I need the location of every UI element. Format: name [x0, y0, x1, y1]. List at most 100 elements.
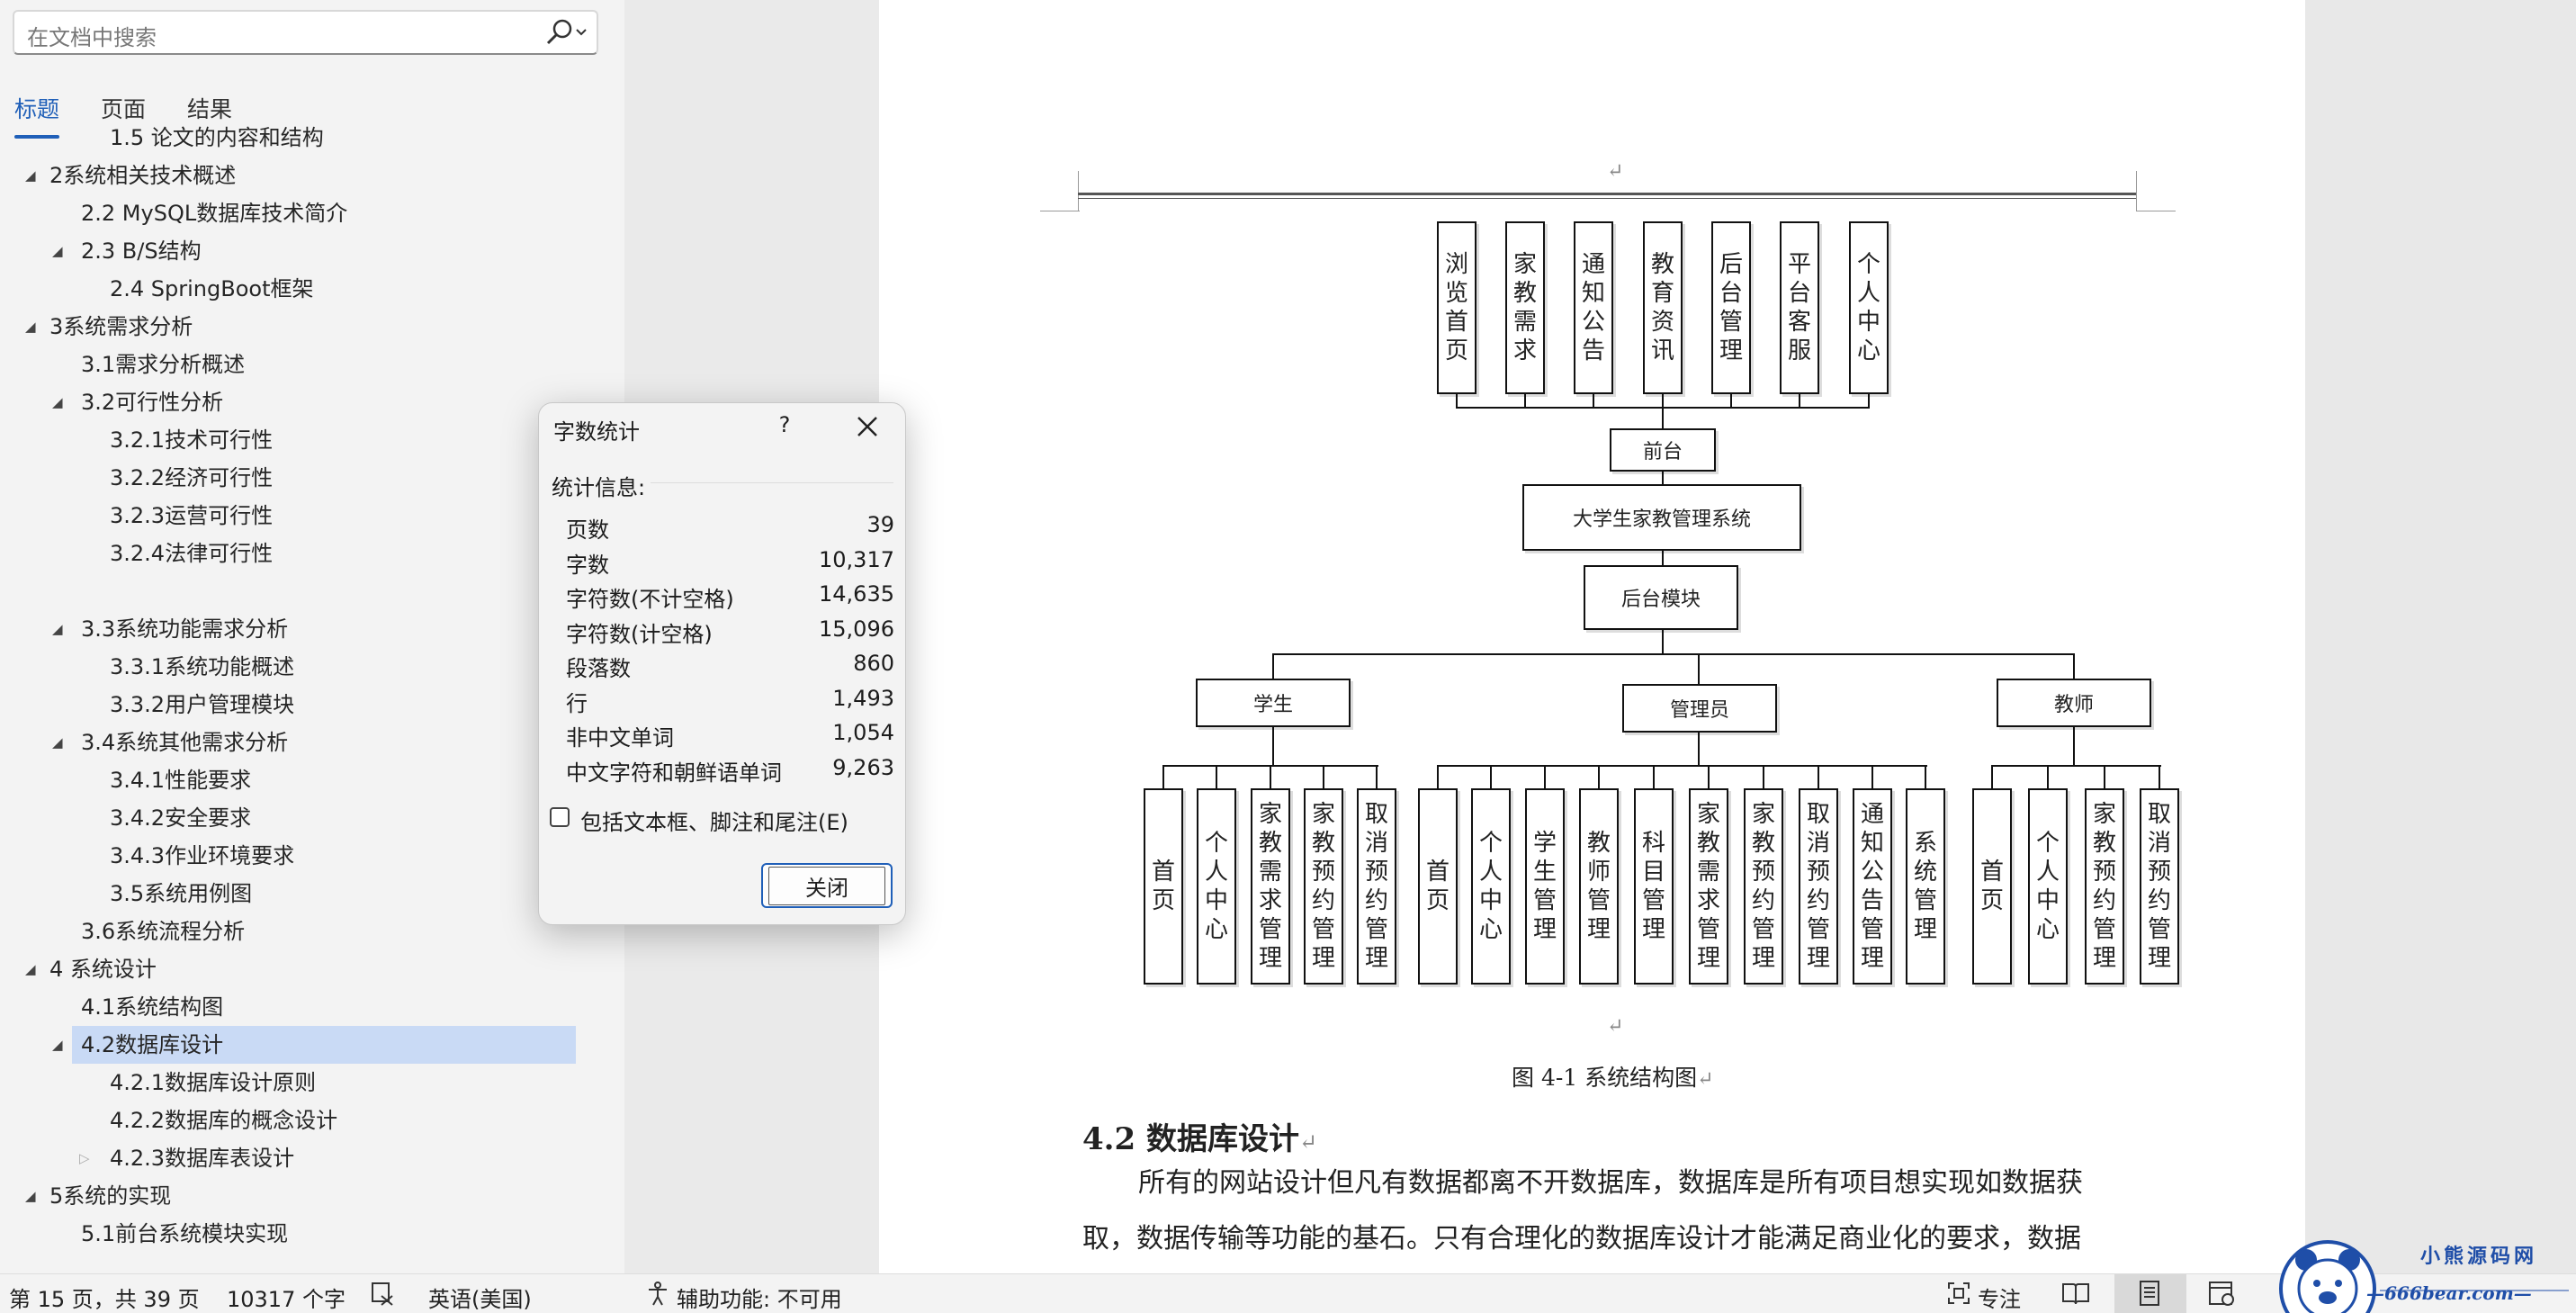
- header-rule-left-v: [1078, 171, 1079, 211]
- sub-module-box: 家教需求管理: [1689, 788, 1728, 985]
- connector-line: [1662, 394, 1664, 409]
- module-char: 消: [1364, 830, 1388, 857]
- print-layout-icon[interactable]: [2134, 1280, 2165, 1312]
- focus-icon[interactable]: [1945, 1280, 1972, 1312]
- heading-label: 3.2可行性分析: [81, 390, 224, 415]
- heading-item[interactable]: ◢3.4系统其他需求分析: [0, 724, 612, 761]
- stat-label: 段落数: [566, 656, 631, 681]
- close-button[interactable]: 关闭: [761, 863, 893, 908]
- heading-label: 2.4 SpringBoot框架: [110, 276, 314, 301]
- connector-line: [1662, 407, 1664, 430]
- connector-line: [1763, 765, 1764, 790]
- module-char: 告: [1860, 887, 1884, 914]
- heading-item[interactable]: 3.4.3作业环境要求: [0, 837, 612, 875]
- body-line-2: 取，数据传输等功能的基石。只有合理化的数据库设计才能满足商业化的要求，数据: [1082, 1223, 2081, 1255]
- heading-item[interactable]: 3.5系统用例图: [0, 875, 612, 913]
- heading-item[interactable]: 4.2.1数据库设计原则: [0, 1064, 612, 1102]
- module-char: 约: [2147, 887, 2171, 914]
- read-mode-icon[interactable]: [2060, 1280, 2091, 1312]
- heading-item[interactable]: ◢2.3 B/S结构: [0, 232, 612, 270]
- heading-item[interactable]: ◢3.3系统功能需求分析: [0, 610, 612, 648]
- heading-item[interactable]: 4.2.2数据库的概念设计: [0, 1102, 612, 1139]
- accessibility-status[interactable]: 辅助功能: 不可用: [677, 1287, 842, 1312]
- module-char: 览: [1444, 280, 1468, 307]
- module-char: 理: [2092, 945, 2116, 972]
- expand-triangle-icon[interactable]: ▷: [79, 1150, 90, 1166]
- heading-item[interactable]: 5.1前台系统模块实现: [0, 1215, 612, 1253]
- heading-item[interactable]: 3.6系统流程分析: [0, 913, 612, 950]
- page-indicator[interactable]: 第 15 页，共 39 页: [9, 1287, 200, 1312]
- module-char: 后: [1719, 251, 1743, 278]
- module-char: 理: [2147, 945, 2171, 972]
- language-indicator[interactable]: 英语(美国): [428, 1287, 532, 1312]
- heading-item[interactable]: 3.2.1技术可行性: [0, 421, 612, 459]
- heading-item[interactable]: 2.4 SpringBoot框架: [0, 270, 612, 308]
- tab-0[interactable]: 标题: [14, 86, 60, 139]
- module-char: 知: [1860, 830, 1884, 857]
- module-char: 客: [1787, 309, 1811, 336]
- heading-item[interactable]: ◢ 3.2可行性分析: [0, 383, 612, 421]
- search-placeholder: 在文档中搜索: [27, 25, 157, 50]
- heading-item[interactable]: ◢4 系统设计: [0, 950, 612, 988]
- document-page[interactable]: [879, 0, 2305, 1273]
- collapse-triangle-icon[interactable]: ◢: [25, 961, 36, 977]
- heading-label: 4.1系统结构图: [81, 994, 224, 1020]
- heading-item[interactable]: ◢3系统需求分析: [0, 308, 612, 346]
- collapse-triangle-icon[interactable]: ◢: [25, 319, 36, 335]
- search-input[interactable]: 在文档中搜索: [13, 10, 598, 55]
- heading-item[interactable]: 2.2 MySQL数据库技术简介: [0, 194, 612, 232]
- heading-item[interactable]: ◢5系统的实现: [0, 1177, 612, 1215]
- heading-item[interactable]: 3.3.2用户管理模块: [0, 686, 612, 724]
- figure-caption: 图 4-1 系统结构图↵: [1512, 1060, 1714, 1093]
- collapse-triangle-icon[interactable]: ◢: [52, 243, 63, 259]
- collapse-triangle-icon[interactable]: ◢: [25, 167, 36, 184]
- help-button[interactable]: ?: [778, 412, 791, 437]
- include-textboxes-checkbox[interactable]: [550, 807, 570, 827]
- role-box: 教师: [1997, 679, 2151, 727]
- collapse-triangle-icon[interactable]: ◢: [52, 394, 63, 410]
- connector-line: [1708, 765, 1710, 790]
- module-char: 取: [1364, 801, 1388, 828]
- focus-button[interactable]: 专注: [1978, 1287, 2021, 1312]
- body-line-1: 所有的网站设计但凡有数据都离不开数据库，数据库是所有项目想实现如数据获: [1138, 1167, 2083, 1199]
- heading-item[interactable]: [0, 572, 612, 610]
- module-char: 理: [1860, 945, 1884, 972]
- heading-item[interactable]: 3.1需求分析概述: [0, 346, 612, 383]
- heading-item[interactable]: 3.2.2经济可行性: [0, 459, 612, 497]
- stat-label: 中文字符和朝鲜语单词: [566, 760, 782, 786]
- connector-line: [1456, 394, 1458, 409]
- heading-item[interactable]: 4.1系统结构图: [0, 988, 612, 1026]
- stat-value: 10,317: [819, 546, 894, 572]
- include-textboxes-label[interactable]: 包括文本框、脚注和尾注(E): [580, 810, 848, 835]
- module-char: 管: [1258, 916, 1282, 943]
- web-layout-icon[interactable]: [2206, 1280, 2237, 1312]
- heading-item[interactable]: 3.2.3运营可行性: [0, 497, 612, 535]
- heading-item[interactable]: ◢ 4.2数据库设计: [52, 1026, 576, 1064]
- heading-item[interactable]: 3.4.1性能要求: [0, 761, 612, 799]
- tab-2[interactable]: 结果: [187, 96, 233, 122]
- heading-item[interactable]: 3.4.2安全要求: [0, 799, 612, 837]
- module-char: 资: [1650, 309, 1674, 336]
- sub-module-box: 教师管理: [1579, 788, 1619, 985]
- connector-line: [2047, 765, 2049, 790]
- module-char: 教: [2092, 830, 2116, 857]
- tab-1[interactable]: 页面: [101, 96, 147, 122]
- search-dropdown-button[interactable]: [539, 16, 589, 49]
- collapse-triangle-icon[interactable]: ◢: [52, 621, 63, 637]
- heading-item[interactable]: ◢2系统相关技术概述: [0, 157, 612, 194]
- heading-item[interactable]: 3.2.4法律可行性: [0, 535, 612, 572]
- heading-item[interactable]: 3.3.1系统功能概述: [0, 648, 612, 686]
- heading-label: 4.2数据库设计: [81, 1032, 224, 1057]
- word-count-indicator[interactable]: 10317 个字: [227, 1287, 346, 1312]
- heading-item[interactable]: ▷4.2.3数据库表设计: [0, 1139, 612, 1177]
- accessibility-icon[interactable]: [644, 1280, 671, 1312]
- module-char: 管: [1532, 887, 1557, 914]
- module-char: 求: [1258, 887, 1282, 914]
- close-dialog-button[interactable]: [845, 407, 888, 446]
- collapse-triangle-icon[interactable]: ◢: [52, 1037, 63, 1053]
- collapse-triangle-icon[interactable]: ◢: [52, 734, 63, 751]
- proofing-icon[interactable]: [369, 1280, 396, 1312]
- heading-item[interactable]: 1.5 论文的内容和结构: [0, 119, 612, 157]
- collapse-triangle-icon[interactable]: ◢: [25, 1188, 36, 1204]
- header-rule-right-v: [2136, 171, 2137, 211]
